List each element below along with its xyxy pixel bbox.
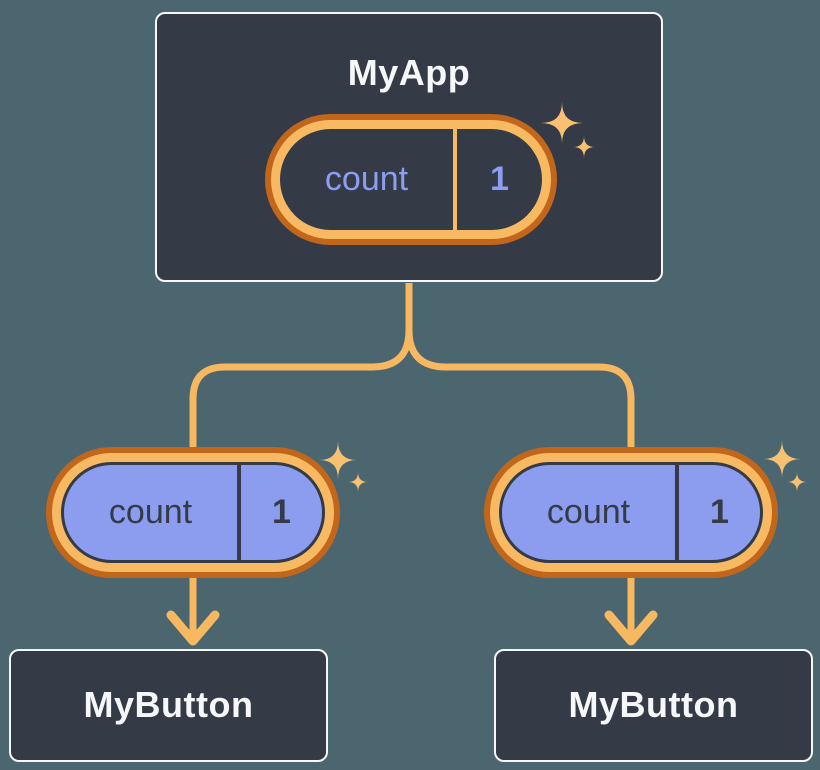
node-title: MyApp [347,52,471,93]
sparkle-icon [348,472,368,492]
sparkle-icon [763,440,801,478]
pill-body: count 1 [499,462,763,563]
node-title: MyButton [83,683,254,725]
state-value-label: 1 [490,160,509,198]
pill-body: count 1 [61,462,325,563]
pill-divider [675,465,679,560]
prop-pill-left: count 1 [46,447,340,578]
prop-value-label: 1 [710,493,729,531]
prop-key-label: count [108,493,193,531]
prop-pill-right: count 1 [484,447,778,578]
state-pill-root: count 1 [265,114,557,245]
node-title: MyButton [568,683,739,725]
pill-body: count 1 [280,129,542,230]
pill-divider [453,129,457,230]
prop-key-label: count [546,493,631,531]
node-myapp: MyApp count 1 [155,12,663,282]
arrow-down-icon [604,610,658,646]
node-mybutton-left: MyButton [9,649,328,762]
sparkle-icon [787,472,807,492]
prop-value-label: 1 [272,493,291,531]
arrow-down-icon [166,610,220,646]
state-key-label: count [324,160,409,198]
node-mybutton-right: MyButton [494,649,813,762]
